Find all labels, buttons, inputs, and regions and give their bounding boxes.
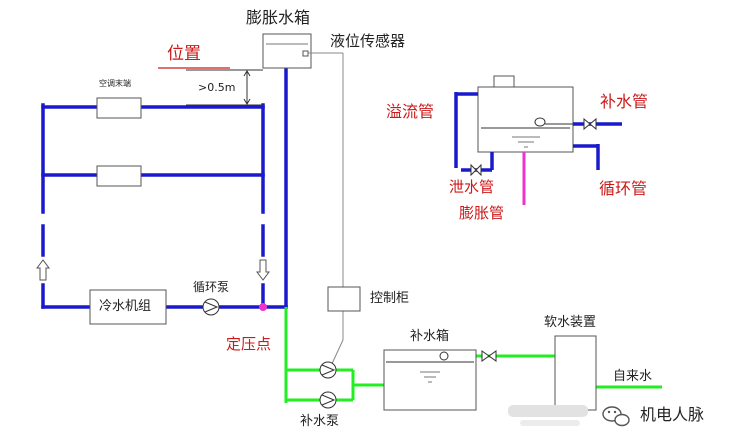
flow-arrow-up-icon [36,259,50,281]
fixed-pressure-point-marker [259,303,267,311]
expansion-tank [262,33,312,69]
overflow-pipe-label: 溢流管 [386,102,435,121]
watermark-text: 机电人脉 [640,405,705,424]
makeup-tank-label: 补水箱 [410,329,450,344]
circulation-pipe-label: 循环管 [599,179,648,198]
position-label: 位置 [167,44,201,64]
height-dimension [186,69,263,106]
chiller-label: 冷水机组 [99,299,152,314]
softener-box [554,335,597,411]
sensor-signal-line [308,52,344,369]
flow-arrow-down-icon [256,259,270,281]
softener-label: 软水装置 [544,315,597,330]
circ-pump-label: 循环泵 [193,280,230,294]
tank-detail [477,75,574,153]
fixed-pressure-point-label: 定压点 [226,335,272,353]
makeup-pump-icon [319,391,337,409]
makeup-pump-label: 补水泵 [300,414,340,429]
level-sensor-label: 液位传感器 [330,32,406,50]
control-cabinet-label: 控制柜 [370,291,410,306]
ac-terminal-unit [96,97,142,119]
chiller-box [89,289,167,325]
height-label: >0.5m [198,81,236,94]
drain-pipe-label: 泄水管 [449,178,495,196]
drain-valve-icon [470,163,482,177]
control-cabinet-box [327,286,361,312]
makeup-pump-icon [319,361,337,379]
makeup-tank [383,349,477,411]
ac-terminal-label: 空调末端 [99,79,131,88]
tap-water-label: 自来水 [613,369,653,384]
expansion-tank-label: 膨胀水箱 [246,8,311,27]
watermark-blur [508,405,588,426]
wechat-logo-icon [602,406,630,427]
circulation-loop [41,68,288,309]
makeup-pipe-label: 补水管 [600,92,649,111]
makeup-valve-icon [481,350,497,362]
circulation-pump-icon [202,298,220,316]
ac-terminal-unit [96,165,142,187]
inlet-valve-icon [583,117,597,131]
expansion-pipe-label: 膨胀管 [459,204,505,222]
